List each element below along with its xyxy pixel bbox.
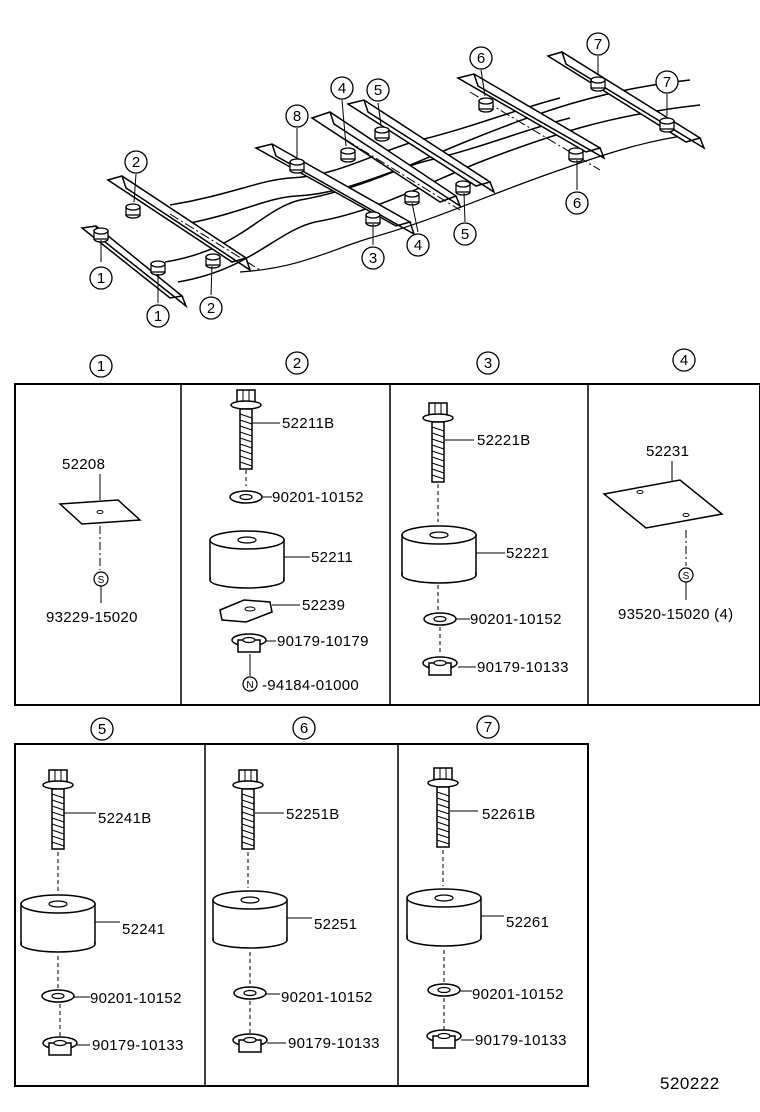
part-52221-label: 52221 — [506, 545, 549, 562]
callout-6b: 6 — [565, 191, 589, 215]
section-4: 52231 S 93520-15020 (4) — [602, 443, 733, 623]
callout-4a: 4 — [330, 76, 354, 100]
callout-6a: 6 — [469, 46, 493, 70]
n-mark-icon — [242, 676, 258, 692]
bracket-52239 — [219, 599, 273, 623]
callout-5b: 5 — [453, 222, 477, 246]
part-90201-10152-label-2: 90201-10152 — [272, 489, 364, 506]
part-90179-10133-label-7: 90179-10133 — [475, 1032, 567, 1049]
part-90201-10152-label-5: 90201-10152 — [90, 990, 182, 1007]
svg-text:1: 1 — [97, 358, 105, 375]
svg-text:5: 5 — [98, 721, 106, 738]
section-5-header: 5 — [90, 717, 114, 741]
svg-text:6: 6 — [477, 50, 485, 67]
callout-1b: 1 — [146, 304, 170, 328]
callout-leaders — [100, 56, 668, 303]
svg-text:2: 2 — [132, 154, 140, 171]
part-90179-10133-label-5: 90179-10133 — [92, 1037, 184, 1054]
callout-7b: 7 — [655, 70, 679, 94]
part-52211B-label: 52211B — [282, 415, 334, 432]
svg-text:4: 4 — [414, 237, 422, 254]
section-6: 52251B 52251 90201-10152 90179-10133 — [212, 769, 380, 1053]
svg-text:2: 2 — [207, 300, 215, 317]
part-52231-label: 52231 — [646, 443, 689, 460]
svg-text:7: 7 — [484, 719, 492, 736]
section-3-header: 3 — [476, 351, 500, 375]
section-4-header: 4 — [672, 348, 696, 372]
section-6-header: 6 — [292, 716, 316, 740]
callout-1a: 1 — [89, 266, 113, 290]
callout-3: 3 — [361, 246, 385, 270]
section-1: 52208 S 93229-15020 — [46, 456, 142, 626]
svg-text:3: 3 — [484, 355, 492, 372]
part-52208-label: 52208 — [62, 456, 105, 473]
frame-overview — [80, 51, 706, 309]
callout-7a: 7 — [586, 32, 610, 56]
svg-text:4: 4 — [338, 80, 346, 97]
svg-text:2: 2 — [293, 355, 301, 372]
diagram-code: 520222 — [660, 1074, 720, 1093]
part-94184-01000-label: -94184-01000 — [262, 677, 359, 694]
section-7-header: 7 — [476, 715, 500, 739]
section-2-header: 2 — [285, 351, 309, 375]
section-5: 52241B 52241 90201-10152 90179-10133 — [20, 769, 184, 1056]
svg-text:5: 5 — [374, 82, 382, 99]
section-3: 52221B 52221 90201-10152 90179-10133 — [401, 402, 569, 676]
part-52241B-label: 52241B — [98, 810, 152, 827]
section-1-header: 1 — [89, 354, 113, 378]
section-headers: 1 2 3 4 5 6 7 — [89, 348, 696, 741]
callout-5a: 5 — [366, 78, 390, 102]
svg-text:4: 4 — [680, 352, 688, 369]
svg-text:S: S — [98, 575, 105, 586]
plate-52231 — [602, 479, 724, 529]
svg-text:6: 6 — [573, 195, 581, 212]
part-90201-10152-label-7: 90201-10152 — [472, 986, 564, 1003]
part-52239-label: 52239 — [302, 597, 345, 614]
part-90179-10133-label-3: 90179-10133 — [477, 659, 569, 676]
part-52261-label: 52261 — [506, 914, 549, 931]
part-52211-label: 52211 — [311, 549, 353, 566]
top-table — [14, 383, 760, 706]
part-90179-10179-label: 90179-10179 — [277, 633, 369, 650]
part-52251B-label: 52251B — [286, 806, 340, 823]
svg-text:3: 3 — [369, 250, 377, 267]
svg-text:5: 5 — [461, 226, 469, 243]
bottom-table — [14, 743, 589, 1087]
svg-text:N: N — [246, 680, 253, 691]
part-93520-15020-label: 93520-15020 (4) — [618, 606, 733, 623]
part-93229-15020-label: 93229-15020 — [46, 609, 138, 626]
part-52261B-label: 52261B — [482, 806, 536, 823]
part-90201-10152-label-3: 90201-10152 — [470, 611, 562, 628]
overview-callouts: 1 1 2 2 2 3 4 4 5 5 6 6 7 7 8 — [89, 32, 679, 328]
callout-2a: 2 — [124, 150, 148, 174]
svg-text:S: S — [683, 571, 690, 582]
svg-text:8: 8 — [293, 108, 301, 125]
svg-text:1: 1 — [154, 308, 162, 325]
callout-8: 8 — [285, 104, 309, 128]
svg-text:7: 7 — [663, 74, 671, 91]
section-7: 52261B 52261 90201-10152 90179-10133 — [406, 767, 567, 1049]
svg-text:6: 6 — [300, 720, 308, 737]
callout-4b: 4 — [406, 233, 430, 257]
part-52241-label: 52241 — [122, 921, 165, 938]
part-52251-label: 52251 — [314, 916, 357, 933]
svg-text:7: 7 — [594, 36, 602, 53]
section-2: 52211B 90201-10152 52211 52239 90179-101… — [209, 389, 369, 694]
part-52221B-label: 52221B — [477, 432, 531, 449]
part-90179-10133-label-6: 90179-10133 — [288, 1035, 380, 1052]
part-90201-10152-label-6: 90201-10152 — [281, 989, 373, 1006]
svg-text:1: 1 — [97, 270, 105, 287]
callout-2b: 2 — [199, 296, 223, 320]
